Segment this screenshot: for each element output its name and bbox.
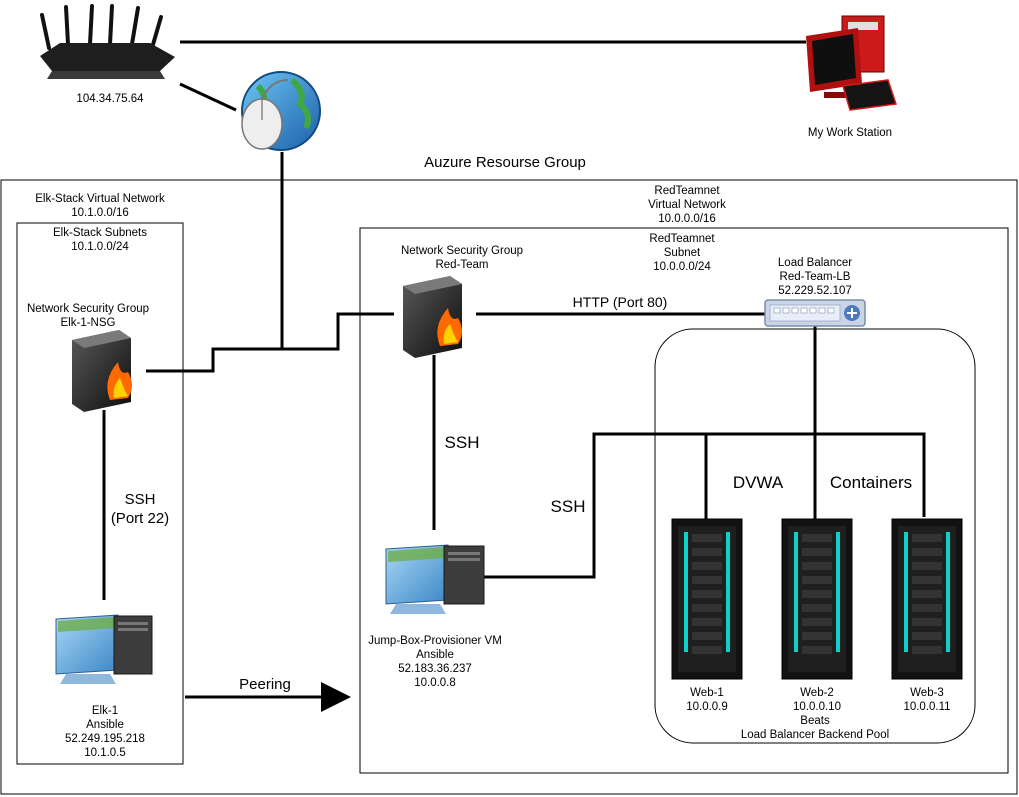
- red-subnet-label: RedTeamnet Subnet 10.0.0.0/24: [649, 233, 715, 273]
- http-label: HTTP (Port 80): [572, 294, 668, 310]
- jumpbox-ssh-vertical-label: SSH: [444, 433, 480, 452]
- resource-group-box: [0, 179, 1018, 795]
- server-rack-icon-web1: [671, 518, 743, 680]
- firewall-icon-red: [403, 276, 462, 358]
- globe-mouse-icon: [241, 71, 321, 151]
- server-rack-icon-web3: [891, 518, 963, 680]
- jumpbox-to-servers-line: [484, 432, 926, 579]
- workstation-icon: [806, 15, 897, 111]
- red-network-title: RedTeamnet Virtual Network 10.0.0.0/16: [648, 185, 726, 225]
- elk-ssh-label: SSH (Port 22): [110, 491, 170, 527]
- elk-pc-icon: [55, 614, 153, 684]
- load-balancer-label: Load Balancer Red-Team-LB 52.229.52.107: [777, 257, 853, 297]
- router-icon: [40, 4, 175, 79]
- resource-group-title: Auzure Resourse Group: [424, 154, 586, 171]
- dvwa-label: DVWA: [732, 473, 784, 492]
- server-rack-icon-web2: [781, 518, 853, 680]
- containers-label: Containers: [829, 473, 913, 492]
- peering-label: Peering: [239, 676, 291, 693]
- jumpbox-label: Jump-Box-Provisioner VM Ansible 52.183.3…: [368, 635, 502, 689]
- elk-subnet-label: Elk-Stack Subnets 10.1.0.0/24: [53, 227, 147, 253]
- red-nsg-label: Network Security Group Red-Team: [400, 245, 524, 271]
- router-internet-line: [179, 82, 237, 112]
- elk-vm-label: Elk-1 Ansible 52.249.195.218 10.1.0.5: [65, 705, 145, 759]
- elk-network-title: Elk-Stack Virtual Network 10.1.0.0/16: [35, 193, 165, 219]
- elk-nsg-label: Network Security Group Elk-1-NSG: [26, 303, 150, 329]
- router-ip-label: 104.34.75.64: [76, 93, 144, 105]
- load-balancer-icon: [764, 299, 866, 327]
- jumpbox-ssh-horizontal-label: SSH: [550, 497, 586, 516]
- elk-nsg-to-red-nsg-line: [146, 312, 394, 373]
- jumpbox-pc-icon: [385, 544, 485, 614]
- workstation-label: My Work Station: [807, 127, 893, 139]
- elk-network-box: [16, 222, 184, 765]
- backend-pool-label: Beats Load Balancer Backend Pool: [740, 715, 890, 741]
- firewall-icon-elk: [72, 330, 132, 412]
- red-network-box: [359, 227, 1009, 774]
